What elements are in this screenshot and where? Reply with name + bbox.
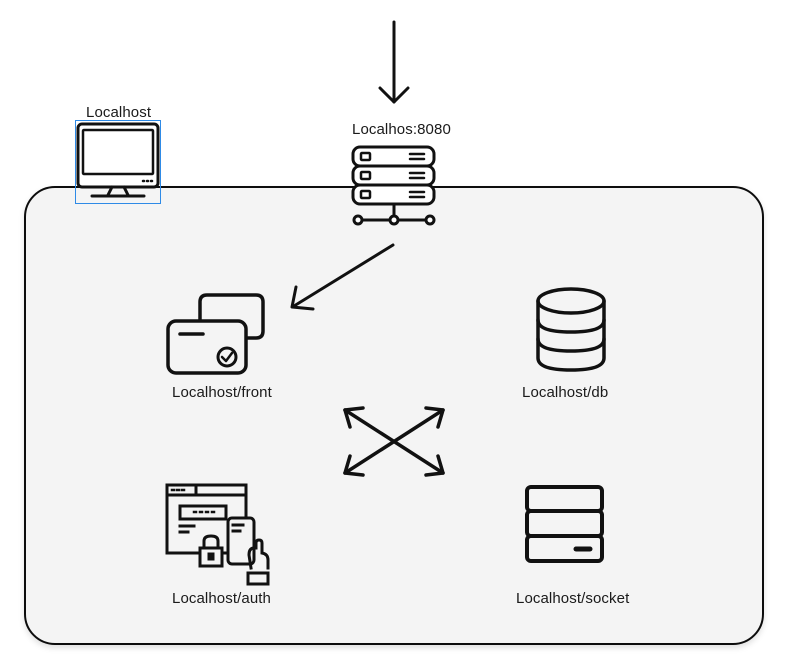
- incoming-arrow[interactable]: [378, 20, 410, 104]
- monitor-icon[interactable]: [76, 122, 160, 198]
- socket-label: Localhost/socket: [516, 590, 630, 607]
- services-container[interactable]: [24, 186, 764, 645]
- gateway-label: Localhos:8080: [352, 121, 451, 138]
- secure-login-icon[interactable]: [165, 483, 270, 586]
- server-rack-icon[interactable]: [351, 145, 436, 226]
- front-label: Localhost/front: [172, 384, 272, 401]
- monitor-selection-box[interactable]: [75, 120, 161, 204]
- credit-cards-icon[interactable]: [166, 293, 265, 375]
- database-icon[interactable]: [536, 287, 606, 372]
- db-label: Localhost/db: [522, 384, 609, 401]
- auth-label: Localhost/auth: [172, 590, 271, 607]
- bidirectional-cross-arrows[interactable]: [343, 406, 445, 477]
- arrow-gateway-to-front[interactable]: [290, 243, 395, 311]
- server-stack-icon[interactable]: [525, 485, 604, 563]
- localhost-label: Localhost: [86, 104, 152, 121]
